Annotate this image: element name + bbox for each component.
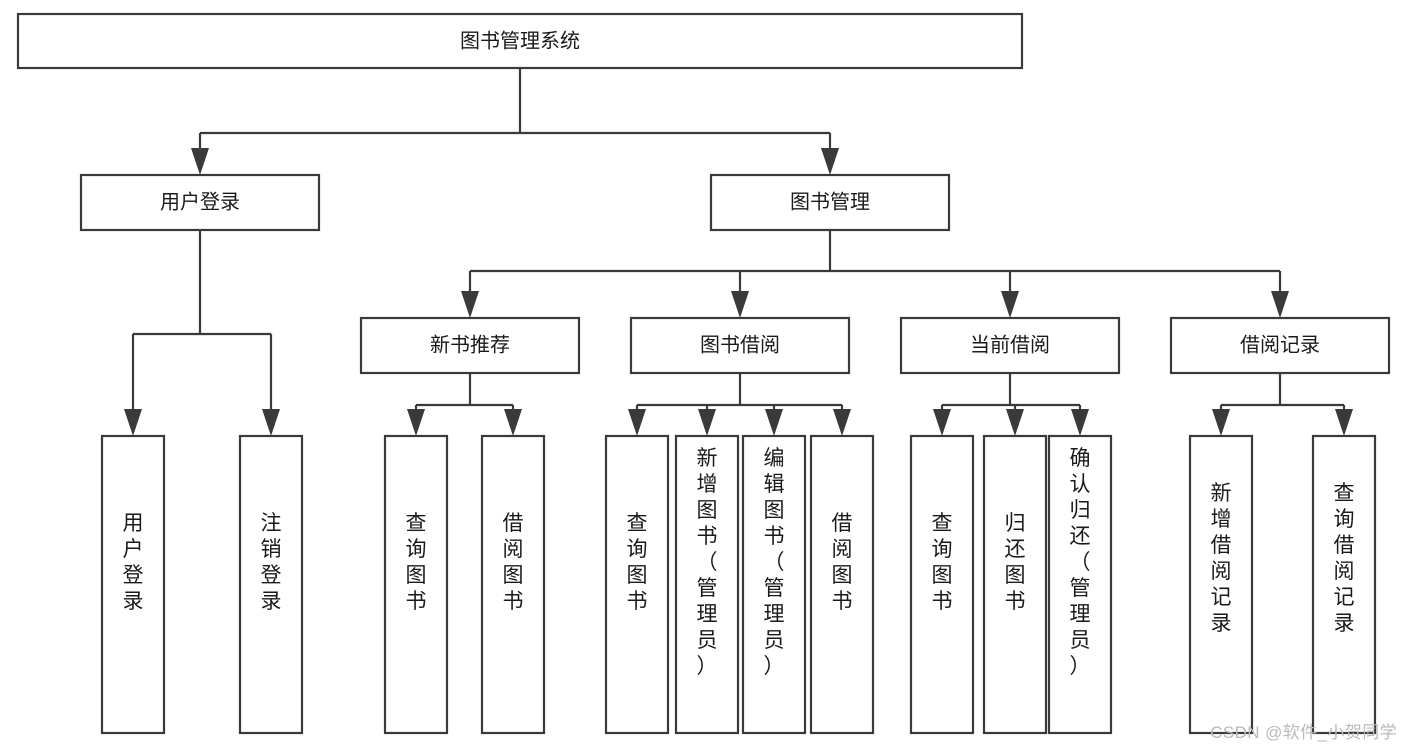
leaf-label: 查询借阅记录: [1334, 482, 1355, 635]
leaf-logout[interactable]: 注销登录: [238, 434, 304, 735]
leaf-bb-borrow-book[interactable]: 借阅图书: [809, 434, 875, 735]
leaf-box[interactable]: [100, 434, 166, 735]
arrow-head-nb-query: [407, 409, 425, 436]
leaf-box[interactable]: [809, 434, 875, 735]
leaf-label: 注销登录: [261, 512, 282, 613]
leaf-bb-query-book[interactable]: 查询图书: [604, 434, 670, 735]
node-root-system[interactable]: 图书管理系统: [16, 12, 1024, 70]
book-management-box[interactable]: [709, 173, 951, 232]
borrow-record-label: 借阅记录: [1240, 333, 1320, 356]
leaf-box[interactable]: [1047, 434, 1113, 735]
leaf-box[interactable]: [909, 434, 975, 735]
current-borrow-box[interactable]: [899, 316, 1121, 375]
leaf-label: 编辑图书（管理员）: [764, 447, 785, 678]
arrow-head-cb-query: [933, 409, 951, 436]
leaf-box[interactable]: [604, 434, 670, 735]
leaf-nb-borrow-book[interactable]: 借阅图书: [480, 434, 546, 735]
book-borrow-label: 图书借阅: [700, 333, 780, 356]
leaf-cb-return-book[interactable]: 归还图书: [982, 434, 1048, 735]
connector-layer: [124, 68, 1353, 436]
leaf-label: 归还图书: [1005, 512, 1026, 613]
arrow-head-leaf-user-login: [124, 409, 142, 436]
arrow-head-cb-return: [1006, 409, 1024, 436]
new-book-recommend-label: 新书推荐: [430, 333, 510, 356]
arrow-head-book-borrow: [731, 291, 749, 318]
node-current-borrow[interactable]: 当前借阅: [899, 316, 1121, 375]
leaf-label: 查询图书: [627, 512, 648, 613]
arrow-head-leaf-logout: [262, 409, 280, 436]
user-login-box[interactable]: [79, 173, 321, 232]
leaf-box[interactable]: [982, 434, 1048, 735]
node-new-book-recommend[interactable]: 新书推荐: [359, 316, 581, 375]
leaf-label: 新增图书（管理员）: [697, 447, 718, 678]
leaf-label: 借阅图书: [503, 512, 524, 613]
leaf-box[interactable]: [383, 434, 449, 735]
node-book-borrow[interactable]: 图书借阅: [629, 316, 851, 375]
arrow-head-bb-query: [628, 409, 646, 436]
leaf-nb-query-book[interactable]: 查询图书: [383, 434, 449, 735]
node-user-login[interactable]: 用户登录: [79, 173, 321, 232]
leaf-box[interactable]: [741, 434, 807, 735]
arrow-head-br-add: [1212, 409, 1230, 436]
leaf-user-login[interactable]: 用户登录: [100, 434, 166, 735]
arrow-head-book-mgmt: [821, 148, 839, 175]
leaf-br-query-record[interactable]: 查询借阅记录: [1311, 434, 1377, 735]
arrow-head-new-book-rec: [461, 291, 479, 318]
arrow-head-borrow-record: [1271, 291, 1289, 318]
current-borrow-label: 当前借阅: [970, 333, 1050, 356]
leaf-br-add-record[interactable]: 新增借阅记录: [1188, 434, 1254, 735]
arrow-head-cb-confirm: [1071, 409, 1089, 436]
leaf-label: 新增借阅记录: [1211, 482, 1232, 635]
root-box[interactable]: [16, 12, 1024, 70]
arrow-head-bb-borrow: [833, 409, 851, 436]
csdn-watermark: CSDN @软件_小贺同学: [1210, 723, 1397, 742]
leaf-box[interactable]: [238, 434, 304, 735]
arrow-head-bb-edit: [765, 409, 783, 436]
book-management-label: 图书管理: [790, 190, 870, 213]
leaf-label: 查询图书: [406, 512, 427, 613]
arrow-head-bb-add: [698, 409, 716, 436]
arrow-head-current-borrow: [1001, 291, 1019, 318]
leaf-label: 用户登录: [123, 512, 144, 613]
leaf-label: 确认归还（管理员）: [1070, 447, 1091, 678]
user-login-label: 用户登录: [160, 190, 240, 213]
leaf-box[interactable]: [1311, 434, 1377, 735]
root-label: 图书管理系统: [460, 29, 580, 52]
leaf-box[interactable]: [1188, 434, 1254, 735]
arrow-head-user-login: [191, 148, 209, 175]
leaf-box[interactable]: [674, 434, 740, 735]
leaf-box[interactable]: [480, 434, 546, 735]
leaf-cb-query-book[interactable]: 查询图书: [909, 434, 975, 735]
leaf-label: 查询图书: [932, 512, 953, 613]
borrow-record-box[interactable]: [1169, 316, 1391, 375]
leaf-bb-edit-book-admin[interactable]: 编辑图书（管理员）: [741, 434, 807, 735]
arrow-head-nb-borrow: [504, 409, 522, 436]
node-book-management[interactable]: 图书管理: [709, 173, 951, 232]
new-book-recommend-box[interactable]: [359, 316, 581, 375]
node-borrow-record[interactable]: 借阅记录: [1169, 316, 1391, 375]
leaf-cb-confirm-return-admin[interactable]: 确认归还（管理员）: [1047, 434, 1113, 735]
leaf-label: 借阅图书: [832, 512, 853, 613]
leaf-bb-add-book-admin[interactable]: 新增图书（管理员）: [674, 434, 740, 735]
arrow-head-br-query: [1335, 409, 1353, 436]
book-borrow-box[interactable]: [629, 316, 851, 375]
